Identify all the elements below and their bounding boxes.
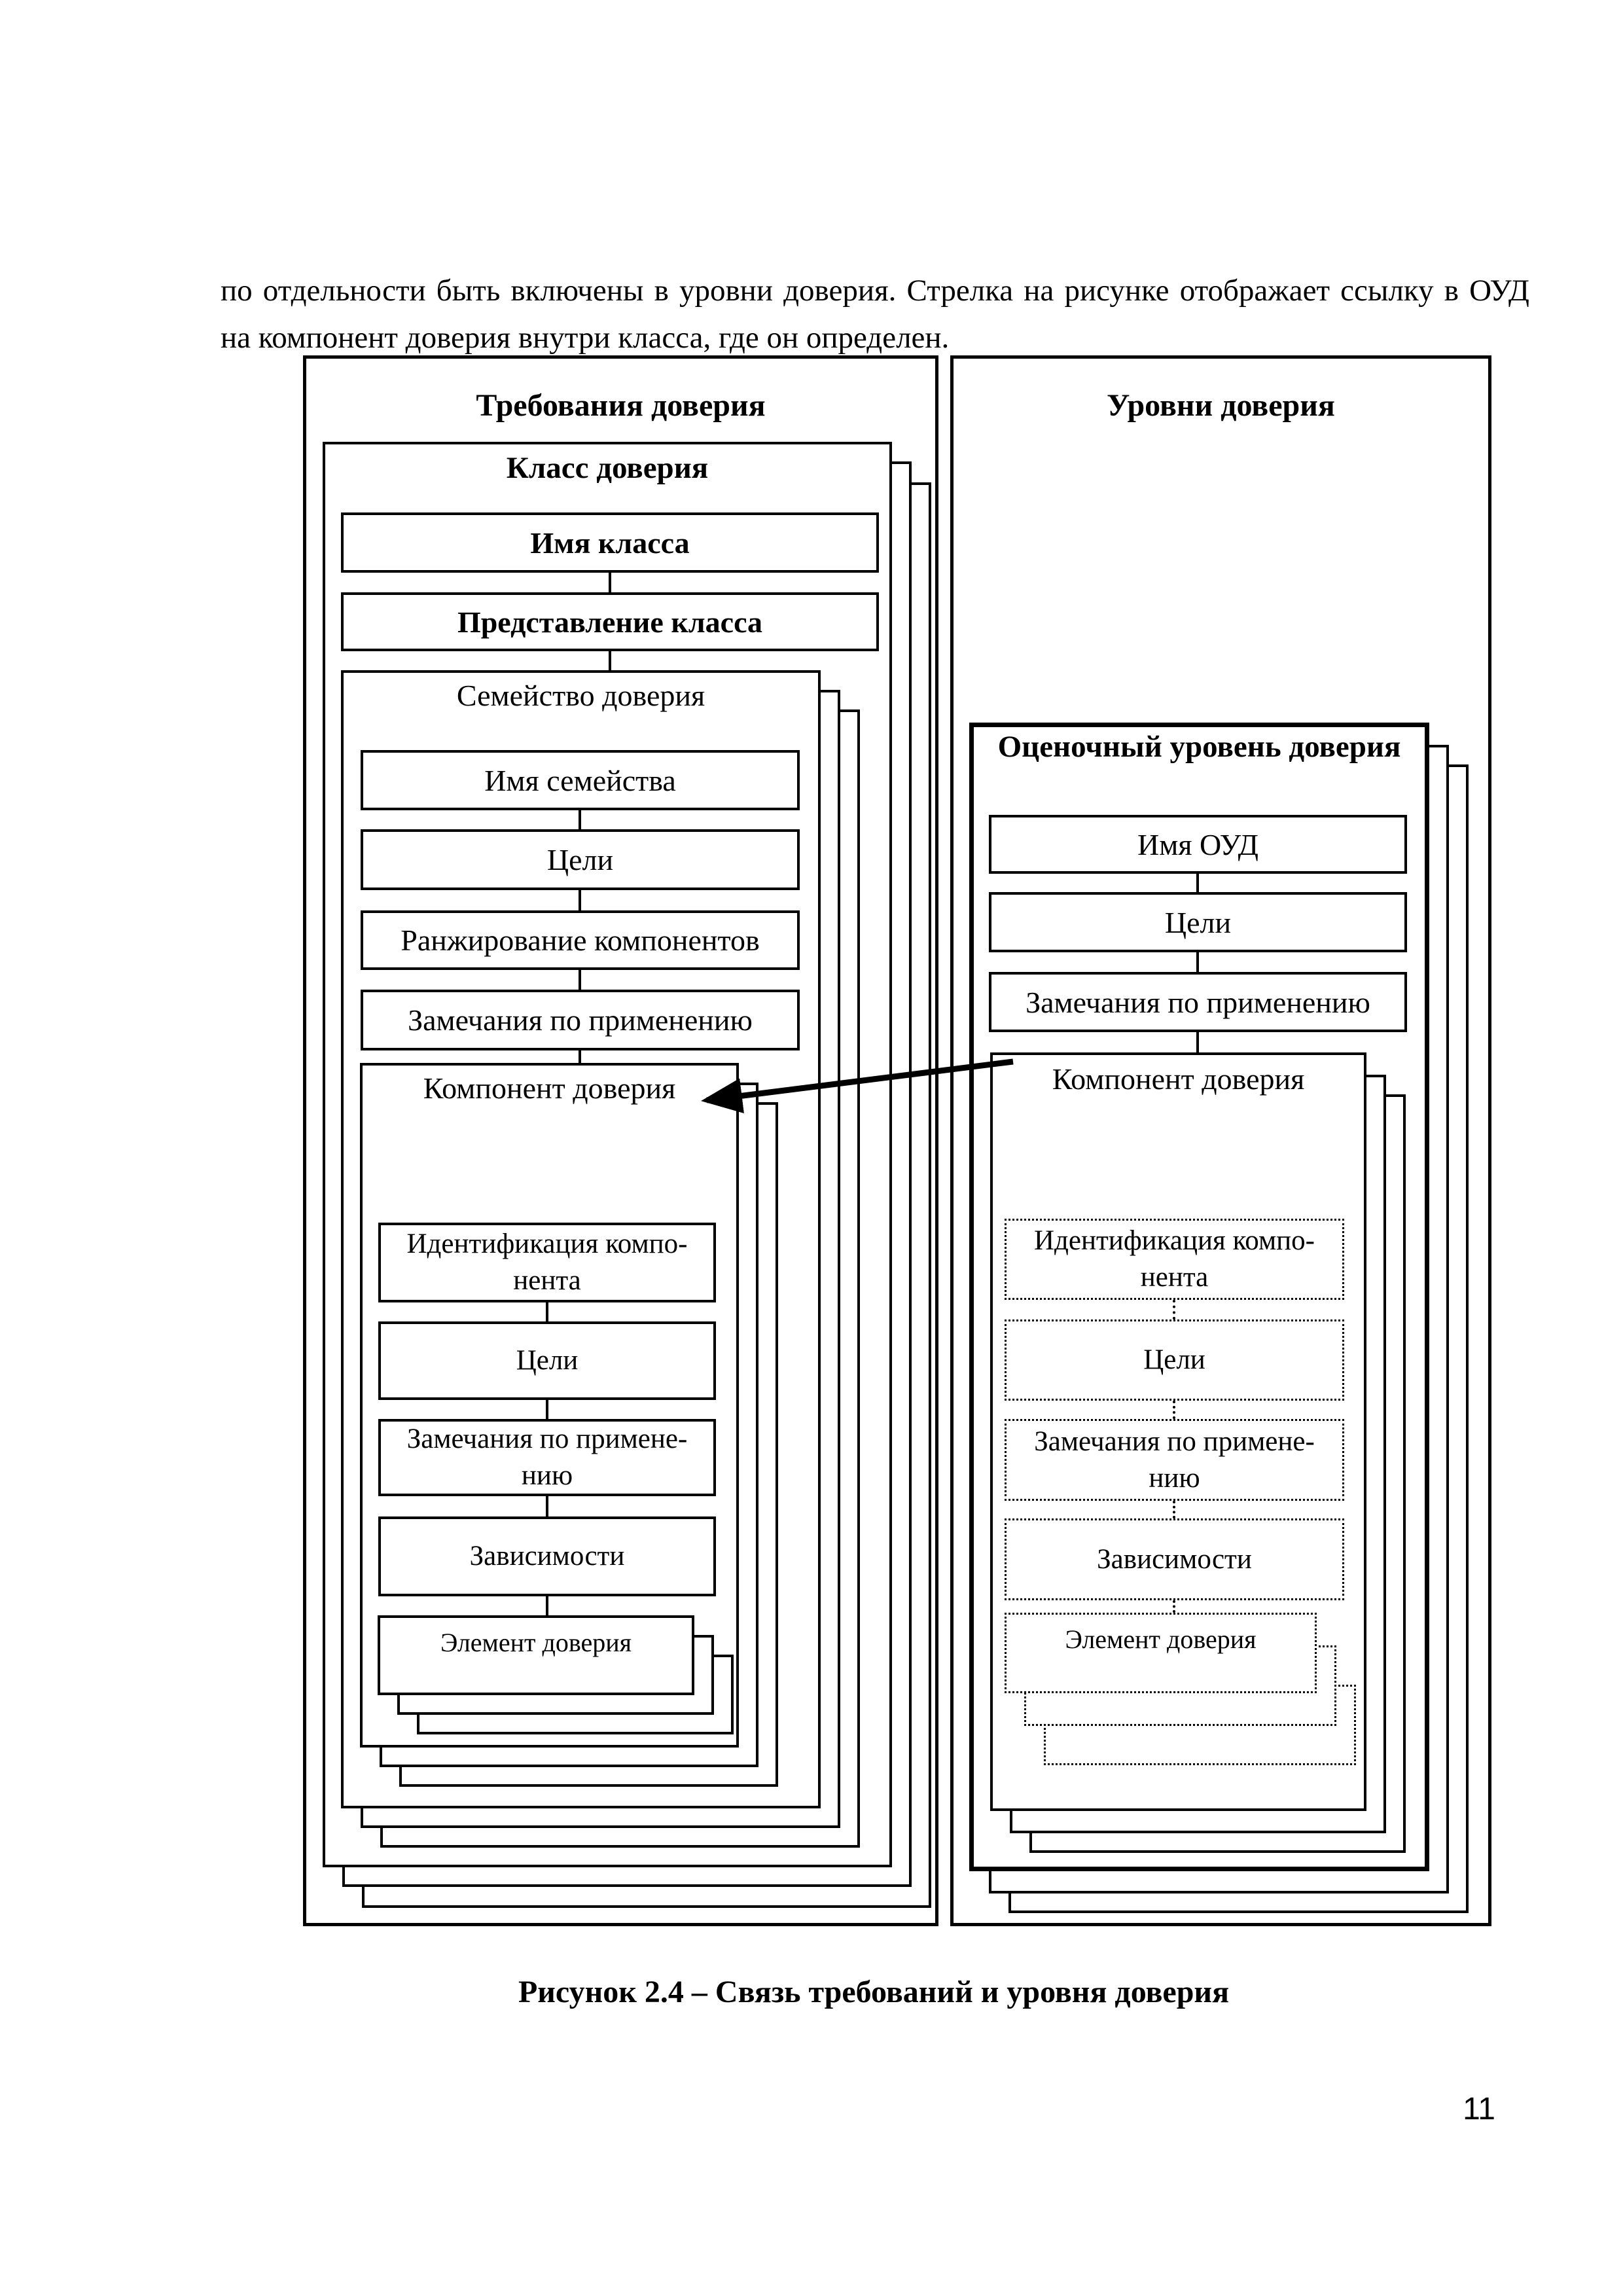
eal-name-box: Имя ОУД	[989, 815, 1407, 874]
component-dependencies-box: Зависимости	[378, 1516, 716, 1596]
connector-line	[579, 970, 581, 990]
class-presentation-box: Представление класса	[341, 592, 879, 651]
connector-line	[609, 651, 611, 670]
connector-line	[1196, 874, 1199, 892]
component-identification-box: Идентификация компо- нента	[378, 1223, 716, 1302]
page-number: 11	[1463, 2092, 1495, 2126]
connector-line	[609, 573, 611, 592]
reference-arrow	[701, 1058, 1014, 1114]
class-title: Класс доверия	[506, 451, 709, 485]
component-goals-box: Цели	[1005, 1319, 1344, 1401]
connector-line	[1173, 1401, 1175, 1419]
component-dependencies-box: Зависимости	[1005, 1518, 1344, 1600]
connector-line	[546, 1302, 548, 1321]
connector-line	[1173, 1600, 1175, 1613]
family-name-box: Имя семейства	[361, 750, 800, 810]
connector-line	[546, 1400, 548, 1419]
connector-line	[1196, 952, 1199, 972]
component-goals-box: Цели	[378, 1321, 716, 1400]
eal-goals-box: Цели	[989, 892, 1407, 952]
connector-line	[579, 810, 581, 829]
intro-paragraph: по отдельности быть включены в уровни до…	[221, 274, 1529, 355]
class-name-box: Имя класса	[341, 512, 879, 573]
connector-line	[579, 890, 581, 910]
connector-line	[579, 1050, 581, 1063]
component-title: Компонент доверия	[1052, 1062, 1305, 1096]
connector-line	[546, 1596, 548, 1615]
component-notes-box: Замечания по примене- нию	[1005, 1419, 1344, 1501]
family-goals-box: Цели	[361, 829, 800, 890]
element-box: Элемент доверия	[1005, 1613, 1317, 1693]
connector-line	[1173, 1300, 1175, 1319]
connector-line	[546, 1496, 548, 1516]
connector-line	[1173, 1501, 1175, 1518]
connector-line	[1196, 1032, 1199, 1052]
element-box: Элемент доверия	[378, 1615, 694, 1695]
family-notes-box: Замечания по применению	[361, 990, 800, 1050]
eal-title: Оценочный уровень доверия	[997, 730, 1401, 764]
family-title: Семейство доверия	[456, 679, 705, 712]
component-identification-box: Идентификация компо- нента	[1005, 1219, 1344, 1300]
eal-notes-box: Замечания по применению	[989, 972, 1407, 1032]
figure-caption: Рисунок 2.4 – Связь требований и уровня …	[518, 1975, 1230, 2009]
family-ranking-box: Ранжирование компонентов	[361, 910, 800, 970]
right-column-header: Уровни доверия	[1107, 388, 1335, 423]
component-notes-box: Замечания по примене- нию	[378, 1419, 716, 1496]
left-column-header: Требования доверия	[476, 388, 766, 423]
component-title: Компонент доверия	[423, 1071, 676, 1105]
